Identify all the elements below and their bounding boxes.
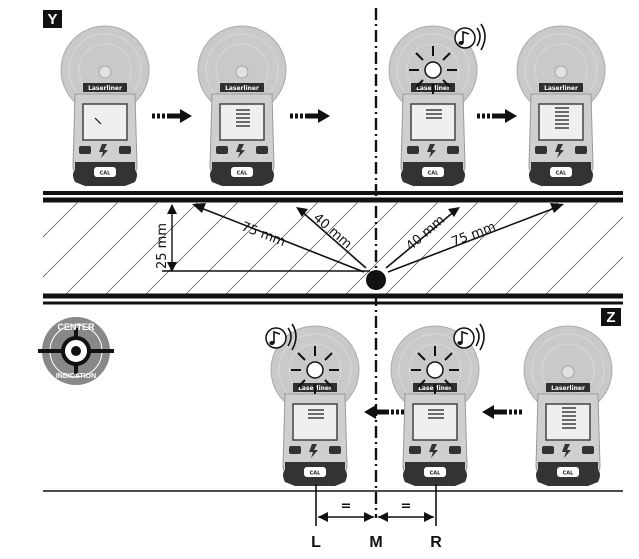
position-m: M	[369, 534, 382, 551]
arrow-right-icon	[477, 109, 517, 123]
arrow-right-icon	[152, 109, 192, 123]
wall-section	[43, 202, 623, 296]
position-l: L	[311, 534, 321, 551]
arrow-right-icon	[290, 109, 330, 123]
equal-right: =	[401, 499, 412, 514]
arrow-left-icon	[364, 405, 404, 419]
device-y2	[197, 25, 287, 187]
sound-icon	[454, 23, 486, 51]
equal-left: =	[341, 499, 352, 514]
depth-label: 25 mm	[155, 223, 170, 269]
badge-line2: INDICATION	[56, 373, 96, 380]
device-z2	[390, 325, 480, 487]
device-y4	[516, 25, 606, 187]
sound-icon	[453, 323, 485, 351]
target-icon	[38, 317, 114, 385]
arrow-left-icon	[482, 405, 522, 419]
position-r: R	[430, 534, 442, 551]
panel-z-label: Z	[606, 309, 615, 326]
badge-line1: CENTER	[57, 322, 95, 332]
panel-z-tag	[601, 308, 621, 326]
device-y3	[388, 25, 478, 187]
panel-y-label: Y	[47, 11, 57, 28]
device-y1	[60, 25, 150, 187]
device-z3	[523, 325, 613, 487]
distance-arrows	[195, 205, 561, 273]
panel-y-tag	[43, 10, 62, 28]
device-z1	[270, 325, 360, 487]
